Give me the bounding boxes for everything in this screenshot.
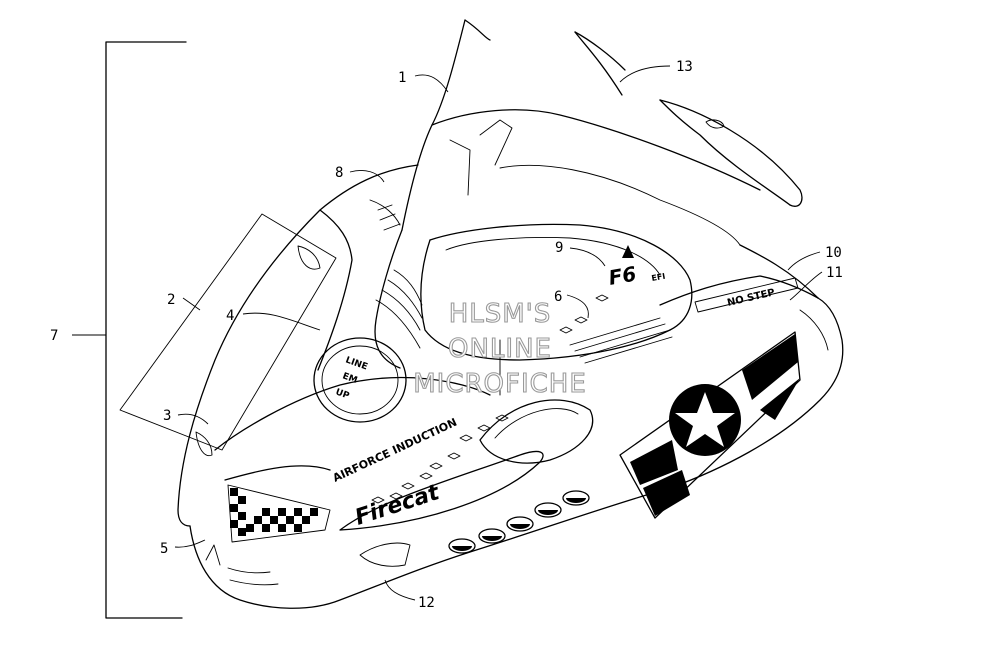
watermark-line1: HLSM'S	[449, 299, 552, 329]
callout-6: 6	[554, 289, 562, 305]
leader-lines	[174, 65, 823, 601]
callout-1: 1	[398, 70, 406, 86]
callout-labels: 1 2 3 4 5 6 7 8 9 10 11 12 13	[50, 59, 843, 611]
group-7-bracket	[72, 41, 187, 619]
checkered-stripe-decal	[227, 484, 331, 543]
hood-body-outline	[177, 164, 844, 609]
callout-2: 2	[167, 292, 175, 308]
headlight-row	[448, 490, 590, 554]
callout-4: 4	[226, 308, 234, 324]
model-badge-text: F6	[607, 261, 638, 289]
callout-11: 11	[826, 265, 843, 281]
callout-8: 8	[335, 165, 343, 181]
item-2-box	[119, 213, 337, 451]
model-badge-suffix: EFI	[651, 272, 666, 283]
no-step-text: NO STEP	[726, 287, 776, 309]
side-vent-stripes	[569, 317, 673, 364]
hood-vent-dots	[371, 316, 588, 504]
callout-10: 10	[825, 245, 842, 261]
model-badge-decal: F6 EFI	[595, 245, 666, 302]
round-badge-line3: UP	[334, 387, 351, 401]
star-and-bars-decal	[619, 331, 801, 519]
round-badge-line2: EM	[341, 371, 359, 386]
watermark-line2: ONLINE	[448, 334, 552, 364]
callout-13: 13	[676, 59, 693, 75]
callout-9: 9	[555, 240, 563, 256]
no-step-decal: NO STEP	[694, 277, 799, 313]
windshield-outline	[401, 19, 803, 246]
callout-12: 12	[418, 595, 435, 611]
callout-5: 5	[160, 541, 168, 557]
watermark: HLSM'S ONLINE MICROFICHE	[413, 298, 587, 399]
round-badge-decal: LINE EM UP	[313, 337, 407, 423]
round-badge-line1: LINE	[344, 355, 369, 372]
watermark-line3: MICROFICHE	[413, 369, 587, 399]
airforce-induction-decal: AIRFORCE INDUCTION	[331, 416, 459, 485]
callout-3: 3	[163, 408, 171, 424]
callout-7: 7	[50, 328, 58, 344]
